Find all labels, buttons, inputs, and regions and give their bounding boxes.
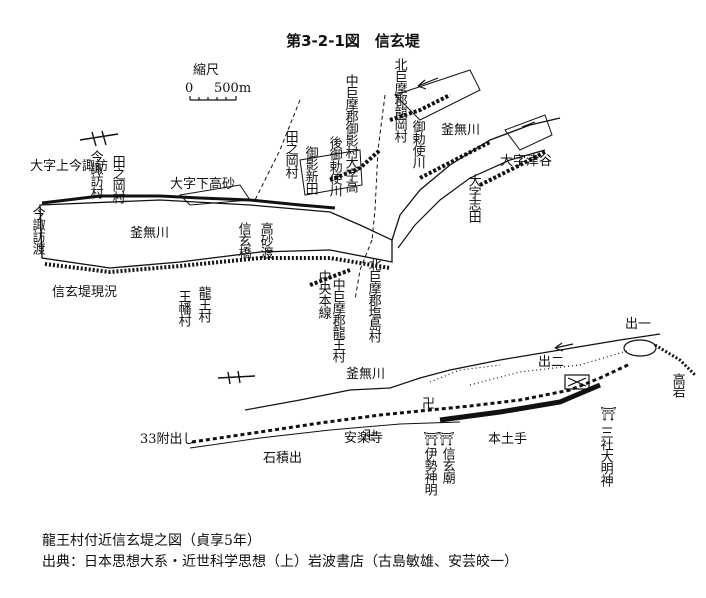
scale-bar: [189, 96, 237, 101]
svg-text:⛩: ⛩: [423, 431, 440, 447]
scale-zero: 0: [185, 81, 194, 96]
svg-text:⛩: ⛩: [438, 431, 455, 447]
label-shingen-current: 信玄堤現況: [52, 285, 118, 300]
label-shingen-bridge: 信玄橋: [235, 222, 251, 258]
caption-line1: 龍王村付近信玄堤之図（貞享5年）: [42, 533, 261, 549]
label-imasuwa-ferry: 今諏訪渡: [29, 206, 45, 254]
caption-line2: 出典：日本思想大系・近世科学思想（上）岩波書店（古島敏雄、安芸皎一）: [42, 554, 518, 570]
label-anrakuji: 安楽寺: [344, 431, 384, 446]
label-fudeshi-33: 33附出し: [140, 432, 196, 447]
south-levee: [44, 256, 391, 275]
label-gokanshinden: 後御勅使川: [326, 136, 342, 196]
label-de-ichi: 出一: [625, 317, 652, 332]
svg-text:⛩: ⛩: [600, 406, 617, 422]
label-kamanashi-main: 釜無川: [130, 226, 170, 241]
scale-label: 縮尺: [193, 63, 220, 78]
hondote-levee: [439, 382, 601, 423]
dotted-spurs: [429, 349, 631, 386]
upper-river: [391, 117, 561, 241]
hatched-upland: [178, 69, 553, 206]
label-kitakoma-shiojima: 北巨摩郡塩島村: [365, 258, 381, 342]
label-tanooka-village-a: 田之岡村: [109, 155, 125, 203]
spur-structures: [564, 339, 657, 390]
north-arrow-upper: [79, 130, 119, 147]
label-oaza-kamiimasuwa: 大字上今諏訪: [30, 159, 109, 174]
label-mikage-river: 御勅使川: [409, 120, 425, 168]
label-sansha-myojin: 三社大明神: [597, 426, 613, 486]
label-kitakoma-ryuoka: 北巨摩郡龍岡村: [391, 58, 407, 142]
scale-distance: 500m: [214, 81, 252, 96]
label-hondote: 本土手: [488, 432, 528, 447]
label-takasago-ferry: 高砂渡: [257, 222, 273, 258]
temple-symbols: 卍 卍 ⛩ ⛩ ⛩: [363, 397, 617, 447]
label-sekiseki: 石積出: [263, 451, 303, 466]
label-imasuwa-village: 今諏訪村: [87, 150, 103, 198]
north-bank: [41, 194, 336, 210]
lower-river-north-bank: [244, 333, 661, 411]
label-kamanashi-lower: 釜無川: [346, 367, 386, 382]
label-nakakoma-ryuo: 中巨摩郡龍王村: [329, 278, 345, 362]
lower-map: 卍 卍 ⛩ ⛩ ⛩: [189, 333, 697, 449]
upper-map: [39, 69, 561, 301]
figure-title: 第3-2-1図 信玄堤: [286, 32, 420, 50]
label-ouhata-village: 王幡村: [175, 290, 191, 326]
boundaries: [254, 94, 386, 301]
label-shingen-shrine: 信玄廟: [439, 447, 455, 483]
label-oaza-tsuya: 大字津谷: [500, 154, 553, 169]
flow-arrows: [417, 77, 536, 128]
label-oaza-shimotakasago: 大字下高砂: [170, 177, 236, 192]
svg-text:卍: 卍: [363, 429, 376, 444]
label-de-ni: 出二: [538, 355, 565, 370]
upper-river-bank: [397, 149, 546, 249]
flow-arrow-lower: [554, 342, 574, 352]
lower-bank: [189, 421, 461, 449]
levee-segments: [309, 93, 546, 287]
main-levee: [191, 362, 631, 444]
label-takaiwa: 高岩: [669, 373, 685, 397]
label-chuo-line: 中央本線: [315, 270, 331, 318]
label-kamanashi-upper: 釜無川: [441, 123, 481, 138]
kamanashi-river-channel: [39, 199, 393, 269]
label-nakakoma-mikage: 中巨摩郡御影村: [342, 74, 358, 158]
label-oaza-taka: 大字高: [342, 156, 358, 192]
label-mikage-shinden: 御影新田: [302, 146, 318, 194]
svg-text:卍: 卍: [422, 397, 435, 412]
label-tanooka-village-b: 田之岡村: [282, 130, 298, 178]
takaiwa-cliff: [654, 343, 697, 377]
north-arrow-lower: [217, 370, 256, 385]
label-oaza-shida: 大字志田: [465, 174, 481, 222]
label-ryuo-village: 龍王村: [195, 286, 211, 322]
label-ise-shinmei: 伊勢神明: [421, 447, 437, 495]
